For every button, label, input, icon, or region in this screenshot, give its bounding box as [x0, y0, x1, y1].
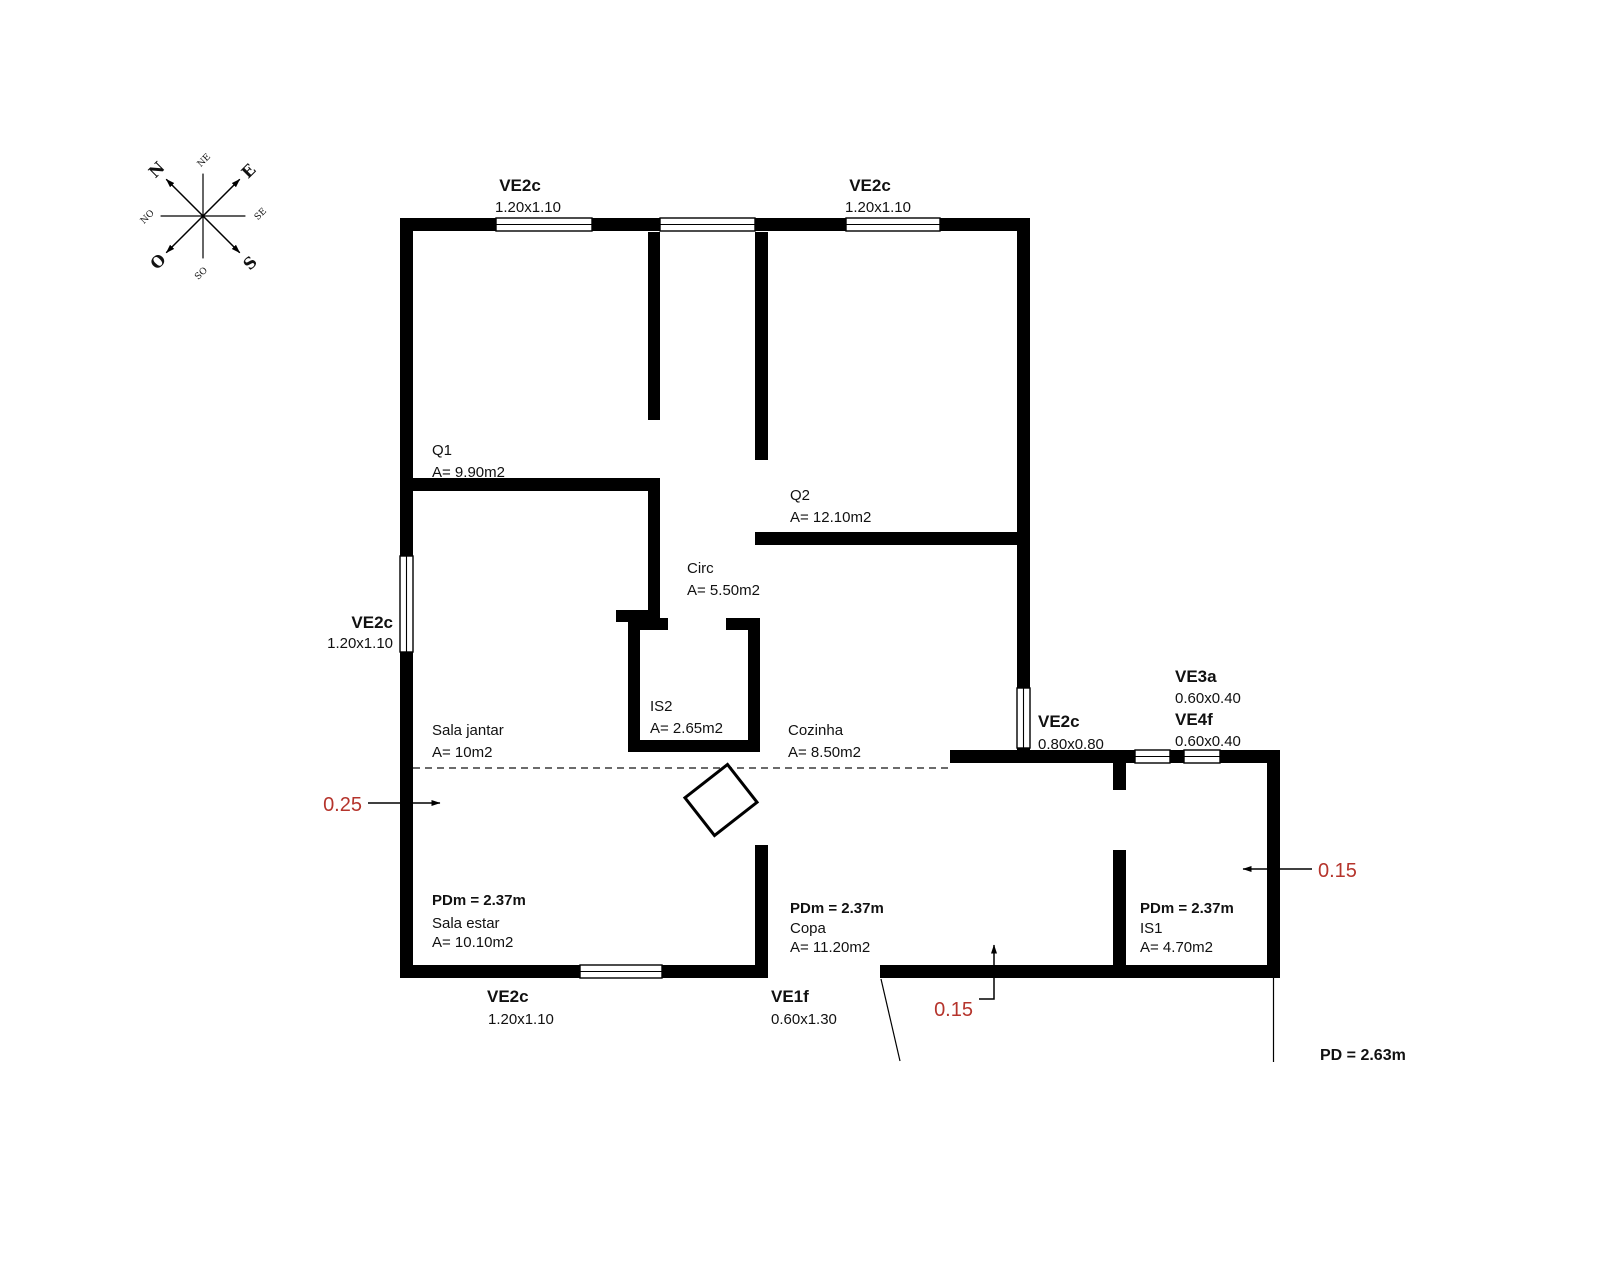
compass-label-s: S	[239, 252, 261, 274]
size-ve1f: 0.60x1.30	[771, 1011, 837, 1028]
room-copa-pdm: PDm = 2.37m	[790, 900, 884, 917]
wall-is2-right	[748, 618, 760, 752]
label-ve3a: VE3a	[1175, 667, 1217, 686]
dimension-arrows	[368, 800, 1312, 1000]
compass-arrow-s	[202, 215, 241, 254]
wall-top-b	[592, 218, 660, 231]
wall-bottom-c	[880, 965, 1280, 978]
dim-left-wall-thickness: 0.25	[323, 794, 362, 816]
wall-bottom-a	[400, 965, 580, 978]
room-cozinha-area: A= 8.50m2	[788, 744, 861, 761]
compass-diagonal	[202, 173, 204, 259]
room-circ-area: A= 5.50m2	[687, 582, 760, 599]
room-is2-area: A= 2.65m2	[650, 720, 723, 737]
size-ve2c-bottom: 1.20x1.10	[488, 1011, 554, 1028]
door-leaf	[682, 762, 760, 838]
wall-left-b	[400, 652, 413, 978]
label-ve2c-left: VE2c	[351, 613, 393, 632]
compass-label-e: E	[238, 160, 260, 182]
compass-label-no: NO	[139, 208, 157, 226]
room-jantar-area: A= 10m2	[432, 744, 492, 761]
compass-arrow-o	[165, 215, 204, 254]
size-ve2c-left: 1.20x1.10	[327, 635, 393, 652]
wall-q1-circ-b	[648, 478, 660, 610]
size-ve4f: 0.60x0.40	[1175, 733, 1241, 750]
wall-divider-cozinha-copa	[950, 750, 1113, 763]
compass-rose: N E S O NE SE SO NO	[139, 152, 269, 283]
label-ve1f: VE1f	[771, 987, 809, 1006]
room-is1-area: A= 4.70m2	[1140, 939, 1213, 956]
construction-lines	[413, 762, 1275, 1062]
room-jantar-name: Sala jantar	[432, 722, 504, 739]
size-ve2c-right: 0.80x0.80	[1038, 736, 1104, 753]
dim-arrow-bottom-wall	[979, 944, 997, 1000]
wall-ext-top-b	[1170, 750, 1184, 763]
room-is1-name: IS1	[1140, 920, 1163, 937]
wall-circ-q2	[755, 232, 768, 460]
compass-label-so: SO	[193, 266, 210, 283]
room-estar-pdm: PDm = 2.37m	[432, 892, 526, 909]
label-ve2c-right: VE2c	[1038, 712, 1080, 731]
room-q2-area: A= 12.10m2	[790, 509, 871, 526]
compass-label-ne: NE	[196, 152, 213, 169]
wall-left-a	[400, 218, 413, 556]
room-estar-area: A= 10.10m2	[432, 934, 513, 951]
label-ve2c-top-left: VE2c	[499, 176, 541, 195]
room-is2-name: IS2	[650, 698, 673, 715]
label-ve2c-bottom: VE2c	[487, 987, 529, 1006]
room-labels: Q1 A= 9.90m2 Q2 A= 12.10m2 Circ A= 5.50m…	[432, 442, 1406, 1064]
room-q1-area: A= 9.90m2	[432, 464, 505, 481]
wall-is1-left-b	[1113, 850, 1126, 978]
wall-ext-top-c	[1220, 750, 1280, 763]
wall-top-c	[755, 218, 846, 231]
wall-top-a	[400, 218, 496, 231]
room-copa-name: Copa	[790, 920, 827, 937]
room-copa-area: A= 11.20m2	[790, 939, 870, 956]
compass-arrow-e	[202, 178, 241, 217]
room-circ-name: Circ	[687, 560, 714, 577]
door-leaf-group	[682, 762, 760, 838]
compass-arrow-n	[165, 178, 204, 217]
window-symbols	[399, 217, 1221, 979]
compass-label-o: O	[146, 250, 169, 273]
dim-bottom-wall-thickness: 0.15	[934, 999, 973, 1021]
wall-is2-bottom	[628, 740, 760, 752]
room-is1-pdm: PDm = 2.37m	[1140, 900, 1234, 917]
wall-q1-bottom	[413, 478, 660, 491]
label-ve4f: VE4f	[1175, 710, 1213, 729]
label-ve2c-top-right: VE2c	[849, 176, 891, 195]
room-q1-name: Q1	[432, 442, 452, 459]
wall-right-a	[1017, 218, 1030, 688]
wall-is2-left	[628, 618, 640, 752]
walls	[400, 218, 1280, 978]
dimension-texts: 0.25 0.15 0.15	[323, 794, 1357, 1021]
wall-q2-bottom	[755, 532, 1030, 545]
ceiling-height-label: PD = 2.63m	[1320, 1047, 1406, 1064]
size-ve2c-top-right: 1.20x1.10	[845, 199, 911, 216]
wall-right-outer	[1267, 750, 1280, 978]
compass-label-se: SE	[253, 207, 269, 223]
wall-top-d	[940, 218, 1030, 231]
window-labels: VE2c 1.20x1.10 VE2c 1.20x1.10 VE2c 1.20x…	[327, 176, 1241, 1028]
room-estar-name: Sala estar	[432, 915, 500, 932]
compass-label-n: N	[145, 158, 169, 182]
dim-right-wall-thickness: 0.15	[1318, 860, 1357, 882]
wall-q1-circ-a	[648, 232, 660, 420]
size-ve3a: 0.60x0.40	[1175, 690, 1241, 707]
room-q2-name: Q2	[790, 487, 810, 504]
door-swing-line	[880, 978, 901, 1062]
size-ve2c-top-left: 1.20x1.10	[495, 199, 561, 216]
wall-estar-copa	[755, 845, 768, 965]
wall-bottom-b	[662, 965, 768, 978]
wall-ext-top-a	[1113, 750, 1135, 763]
room-cozinha-name: Cozinha	[788, 722, 844, 739]
wall-is2-top-b	[726, 618, 760, 630]
